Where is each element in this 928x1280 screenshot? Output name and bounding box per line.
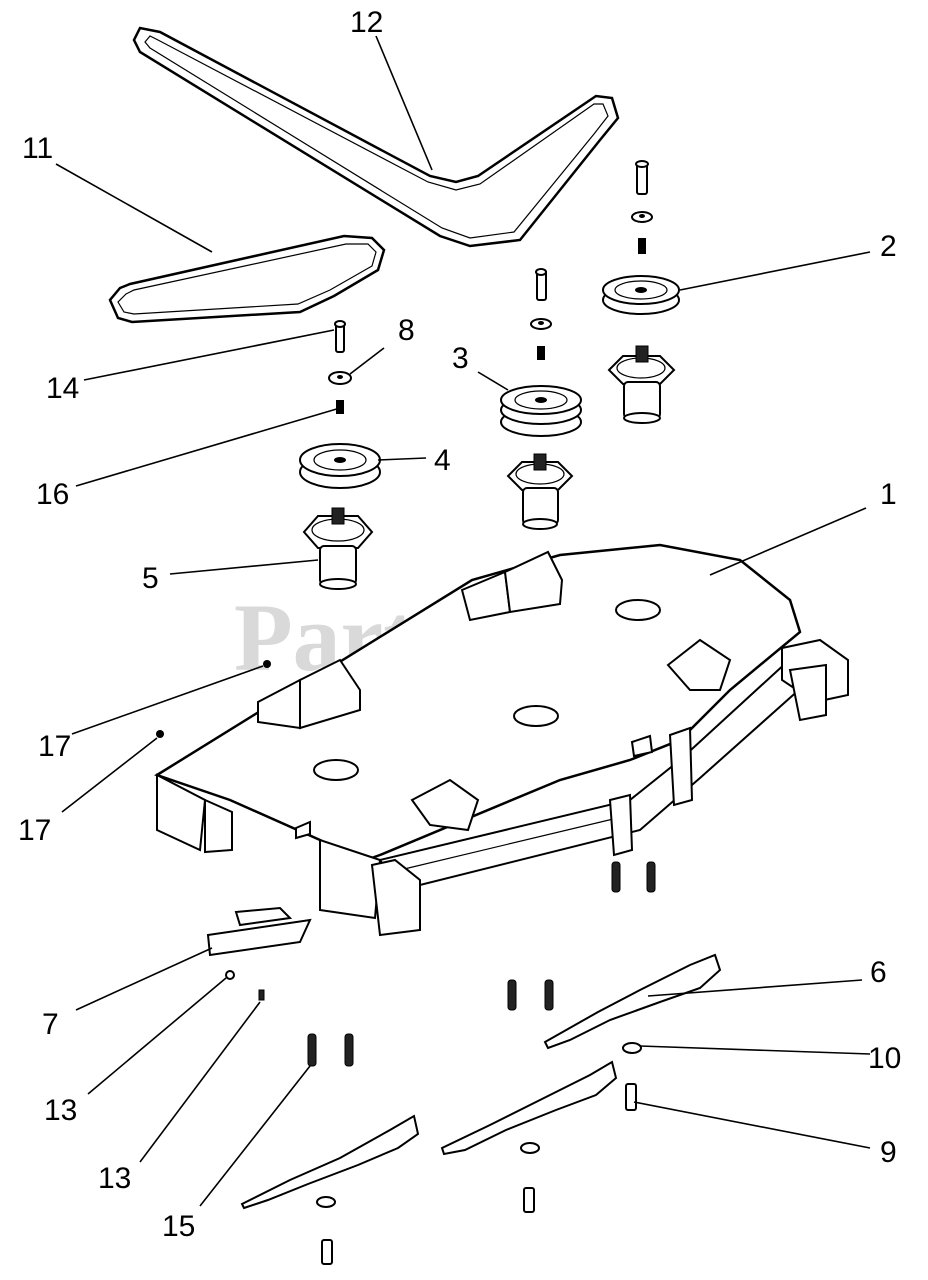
deflector-7[interactable] [206, 906, 312, 957]
callout-13b: 13 [98, 1162, 131, 1195]
callout-17b: 17 [18, 814, 51, 847]
callout-16: 16 [36, 478, 69, 511]
callout-14: 14 [46, 372, 79, 405]
callout-2: 2 [880, 230, 897, 263]
callout-7: 7 [42, 1008, 59, 1041]
ball-17b[interactable] [156, 730, 164, 738]
callout-13a: 13 [44, 1094, 77, 1127]
callout-17a: 17 [38, 730, 71, 763]
leader-lines [55, 35, 871, 1207]
callout-4: 4 [434, 444, 451, 477]
blade-middle[interactable] [440, 1060, 618, 1156]
blade-6[interactable] [543, 953, 722, 1050]
spindle-5[interactable] [302, 507, 374, 590]
deck-housing-1[interactable] [154, 543, 849, 937]
callout-12: 12 [350, 6, 383, 39]
callout-15: 15 [162, 1210, 195, 1243]
blade-hardware[interactable] [316, 1042, 642, 1265]
callout-1: 1 [880, 478, 897, 511]
pulley-4-assembly[interactable] [299, 320, 381, 489]
callout-6: 6 [870, 956, 887, 989]
callout-11: 11 [22, 132, 53, 165]
callout-5: 5 [142, 562, 159, 595]
belt-12[interactable] [132, 26, 620, 248]
ball-17a[interactable] [263, 660, 271, 668]
callout-9: 9 [880, 1136, 897, 1169]
deck-bolts[interactable] [225, 861, 656, 1067]
callout-8: 8 [398, 314, 415, 347]
callout-3: 3 [452, 342, 469, 375]
belt-11[interactable] [108, 234, 386, 324]
pulley-3-assembly[interactable] [500, 268, 582, 530]
blade-left[interactable] [240, 1114, 420, 1210]
pulley-2-assembly[interactable] [602, 160, 680, 424]
callout-10: 10 [868, 1042, 901, 1075]
